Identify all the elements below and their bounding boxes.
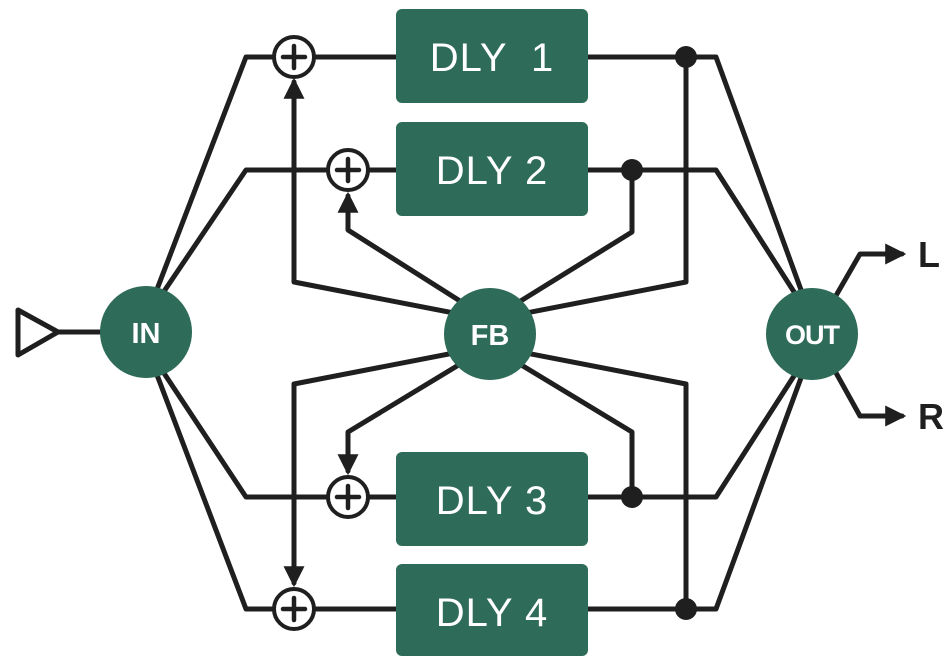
feedback-node: FB bbox=[444, 288, 536, 380]
delay-label: DLY 1 bbox=[430, 36, 555, 80]
fb-to-sum3-arrow bbox=[337, 343, 493, 476]
delay-label: DLY 2 bbox=[436, 149, 548, 193]
summing-junction-icon bbox=[272, 587, 316, 631]
tap3-to-fb-wire bbox=[487, 343, 635, 500]
fb-to-sum4-arrow bbox=[283, 343, 493, 588]
input-node-label: IN bbox=[132, 318, 161, 350]
delay-label: DLY 3 bbox=[436, 479, 548, 523]
delay-block-2: DLY 2 bbox=[396, 122, 588, 216]
tap-dot-icon bbox=[675, 46, 697, 68]
delay-block-1: DLY 1 bbox=[396, 9, 588, 103]
output-node: OUT bbox=[766, 288, 858, 380]
dly1-to-out-wire bbox=[583, 54, 815, 323]
dly4-to-out-wire bbox=[583, 345, 815, 612]
summing-junction-icon bbox=[326, 475, 370, 519]
in-to-row3-wire bbox=[143, 343, 329, 500]
out-to-r-arrow bbox=[827, 359, 907, 427]
feedback-node-label: FB bbox=[471, 320, 510, 352]
tap-dot-icon bbox=[621, 159, 643, 181]
summing-junction-icon bbox=[326, 148, 370, 192]
tap-dot-icon bbox=[621, 486, 643, 508]
in-to-row2-wire bbox=[143, 167, 329, 321]
delay-label: DLY 4 bbox=[436, 591, 548, 635]
output-right-label: R bbox=[918, 396, 944, 437]
tap-dot-icon bbox=[675, 598, 697, 620]
tap2-to-fb-wire bbox=[487, 167, 635, 323]
tap4-to-fb-wire bbox=[487, 343, 689, 612]
summing-junction-icon bbox=[272, 35, 316, 79]
input-node: IN bbox=[100, 286, 192, 378]
fb-to-sum2-arrow bbox=[337, 191, 493, 323]
output-left-label: L bbox=[918, 234, 940, 275]
out-to-l-arrow bbox=[827, 243, 907, 309]
fb-to-sum1-arrow bbox=[283, 77, 493, 323]
output-node-label: OUT bbox=[785, 320, 841, 350]
tap1-to-fb-wire bbox=[487, 54, 689, 323]
in-to-row1-wire bbox=[143, 54, 275, 321]
dly2-to-out-wire bbox=[583, 167, 815, 323]
delay-block-4: DLY 4 bbox=[396, 564, 588, 656]
input-triangle-icon bbox=[15, 307, 61, 358]
delay-block-3: DLY 3 bbox=[396, 452, 588, 546]
in-to-row4-wire bbox=[143, 343, 275, 612]
